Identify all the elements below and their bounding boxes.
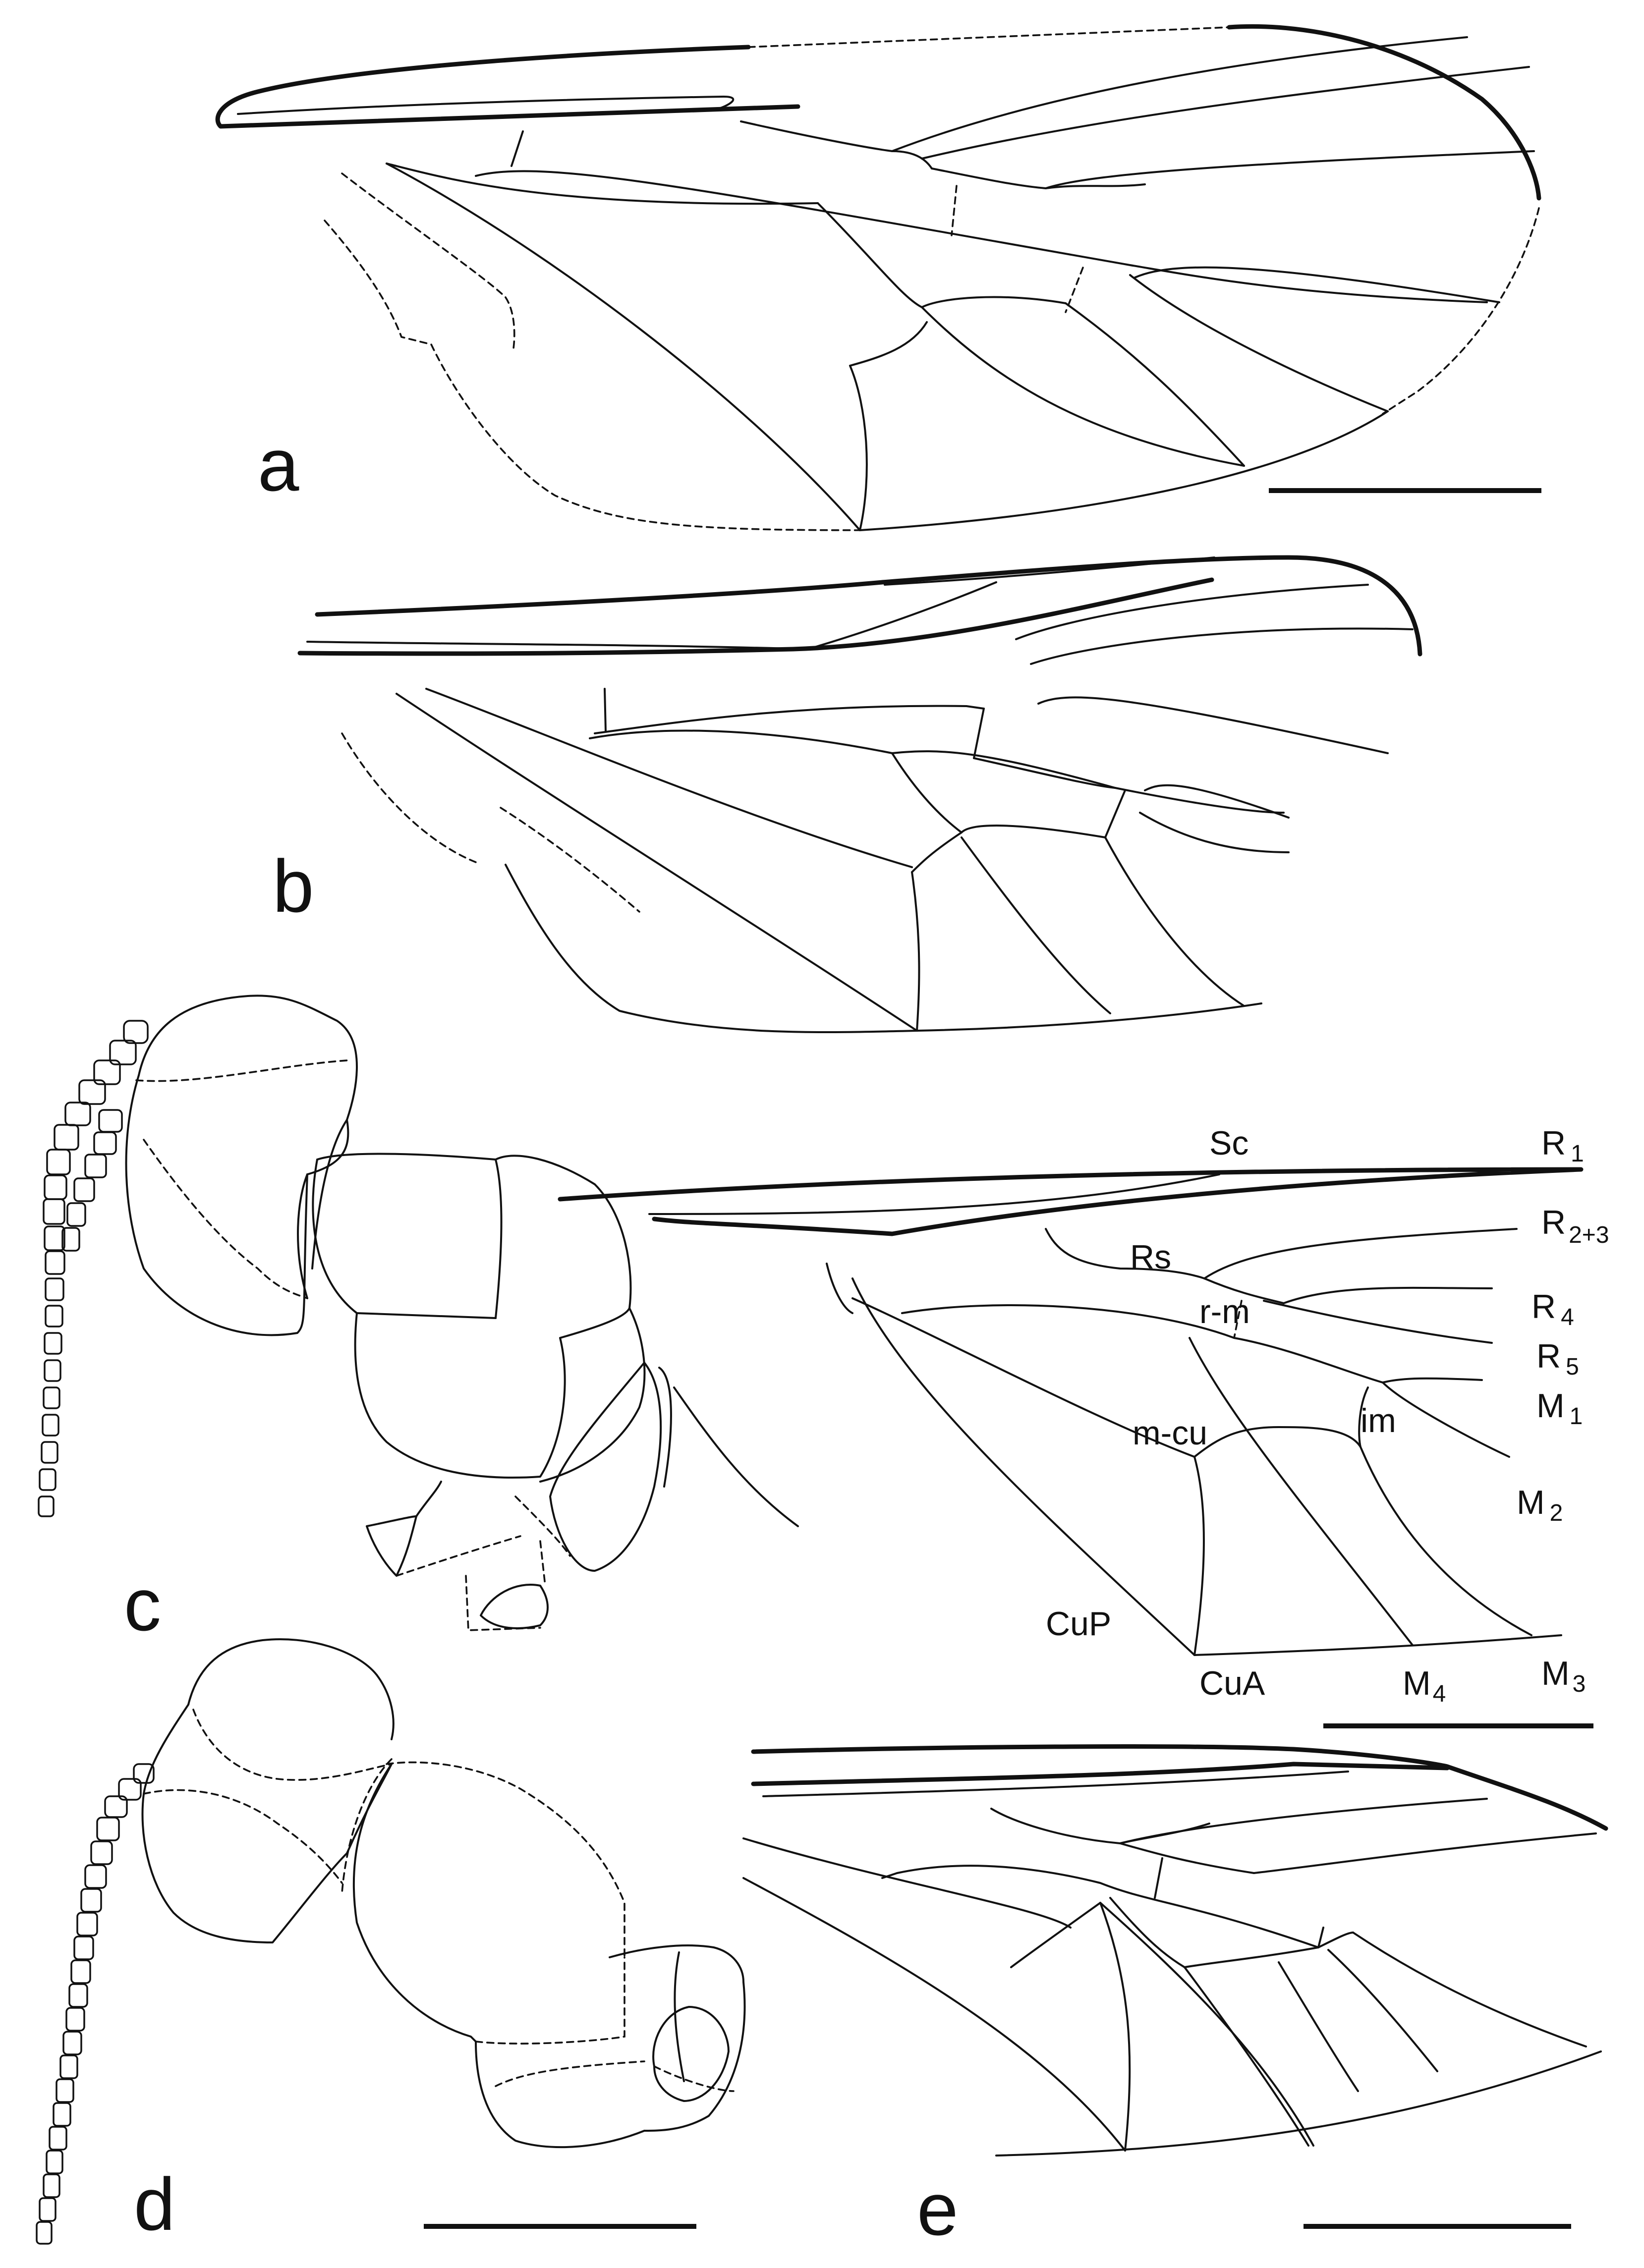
antenna-d [36, 1763, 155, 2245]
panel-e-forewing [742, 1744, 1608, 2157]
label-cua: CuA [1199, 1664, 1265, 1702]
panel-label-c: c [124, 1563, 161, 1646]
panel-d-body [36, 1638, 746, 2245]
label-m-cu: m-cu [1133, 1414, 1207, 1452]
label-im: im [1361, 1402, 1396, 1439]
panel-a-forewing [215, 24, 1541, 531]
label-sc: Sc [1209, 1124, 1248, 1162]
panel-label-e: e [917, 2167, 958, 2251]
label-m4: M4 [1403, 1664, 1446, 1707]
label-r-m: r-m [1199, 1293, 1250, 1330]
panel-b-forewing [297, 555, 1422, 1033]
panel-c-forewing [558, 1167, 1584, 1656]
panel-label-d: d [134, 2162, 175, 2246]
panel-label-b: b [273, 844, 314, 928]
label-cup: CuP [1046, 1605, 1111, 1643]
label-rs: Rs [1130, 1238, 1171, 1276]
panel-c-body [38, 995, 799, 1631]
antenna-c [38, 1020, 149, 1517]
panel-label-a: a [258, 423, 299, 506]
